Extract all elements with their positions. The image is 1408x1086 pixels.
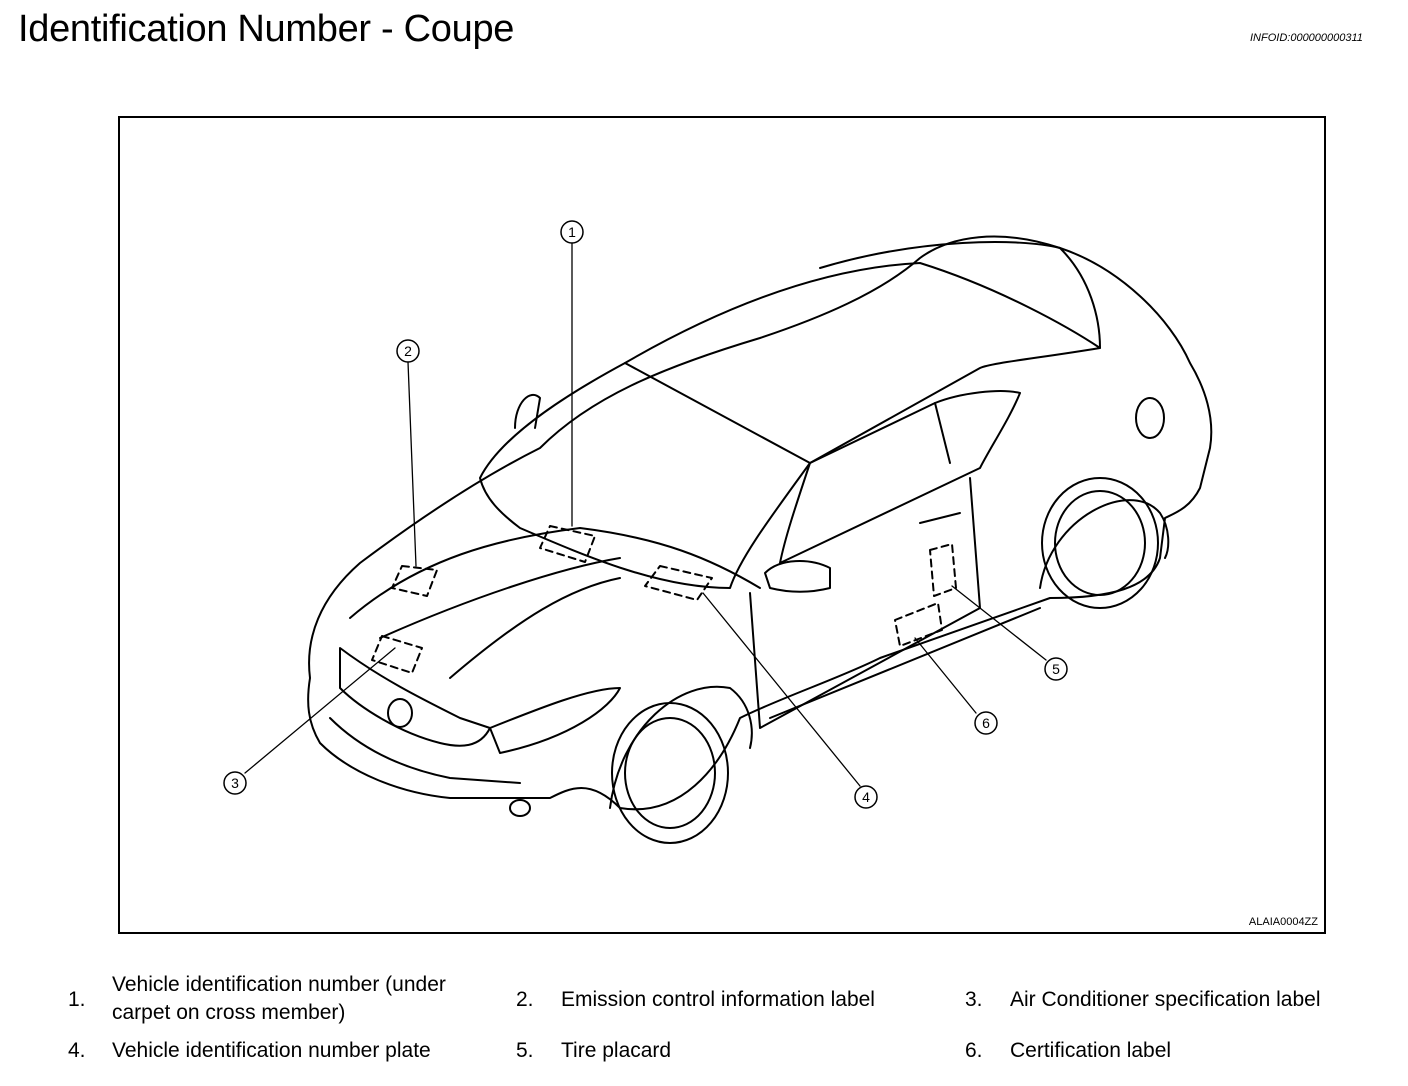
callout-2: 2 (404, 343, 412, 359)
callout-2-circle (396, 339, 420, 363)
callout-6: 6 (982, 715, 990, 731)
figure-code: ALAIA0004ZZ (1248, 916, 1318, 928)
callout-5: 5 (1052, 661, 1060, 677)
leader-lines (244, 242, 1047, 787)
side-window (779, 390, 1021, 564)
grille (339, 647, 491, 747)
callout-3-circle (223, 771, 247, 795)
legend-num-5: 5. (516, 1039, 534, 1062)
front-wheel-arch (609, 685, 753, 809)
callout-4-circle (854, 785, 878, 809)
roof (624, 262, 1101, 464)
rear-wheel-arch (1039, 499, 1170, 589)
callout-5-circle (1044, 657, 1068, 681)
label-markers (371, 525, 957, 674)
legend-text-6: Certification label (1010, 1039, 1172, 1062)
marker-5 (929, 543, 957, 597)
legend-text-3: Air Conditioner specification label (1010, 988, 1321, 1011)
legend-text-1: Vehicle identification number (under car… (112, 973, 446, 1024)
marker-3 (371, 635, 423, 674)
legend-num-6: 6. (965, 1039, 983, 1062)
rear-window (819, 241, 1101, 349)
legend-text-2: Emission control information label (561, 988, 875, 1011)
hood-line (349, 527, 761, 619)
car-illustration: 1 2 3 4 5 6 (223, 220, 1213, 844)
callout-4: 4 (862, 789, 870, 805)
windshield (479, 362, 811, 589)
headlight (489, 687, 621, 754)
legend-text-5: Tire placard (561, 1039, 672, 1062)
mirror (764, 560, 831, 593)
door-line (749, 477, 981, 729)
vehicle-diagram: 1 2 3 4 5 6 ALAIA0004ZZ (118, 116, 1326, 934)
car-body-outline (307, 235, 1213, 811)
marker-1 (539, 525, 596, 563)
legend-num-2: 2. (516, 988, 534, 1011)
callout-6-circle (974, 711, 998, 735)
badge (387, 698, 413, 728)
callout-3: 3 (231, 775, 239, 791)
page-title: Identification Number - Coupe (18, 8, 515, 50)
front-wheel (611, 702, 729, 844)
marker-4 (644, 565, 713, 601)
legend-num-4: 4. (68, 1039, 86, 1062)
legend-num-1: 1. (68, 988, 86, 1011)
legend-text-4: Vehicle identification number plate (112, 1039, 431, 1062)
info-id: INFOID:000000000311 (1250, 32, 1363, 44)
marker-6 (894, 602, 943, 647)
marker-2 (391, 565, 438, 597)
callout-1-circle (560, 220, 584, 244)
callout-1: 1 (568, 224, 576, 240)
legend-num-3: 3. (965, 988, 983, 1011)
rear-wheel (1041, 477, 1159, 609)
